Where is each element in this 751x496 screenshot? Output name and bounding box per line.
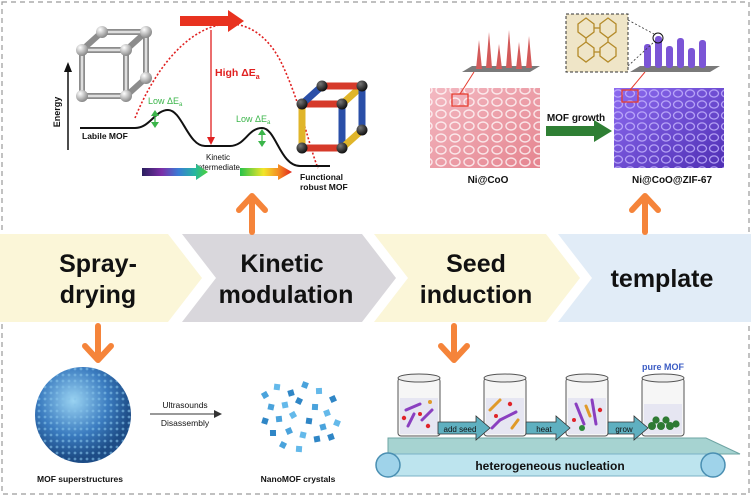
nanomof-crystal xyxy=(275,415,283,423)
energy-axis-arrowhead-icon xyxy=(64,62,72,72)
stage-seed-line1: Seed xyxy=(446,250,506,278)
up-arrow-template-icon xyxy=(629,193,661,235)
nanomof-crystal xyxy=(311,403,319,411)
stage-chevron-spray xyxy=(0,234,202,322)
beaker-2-icon xyxy=(483,373,527,437)
nanomof-crystal xyxy=(260,390,270,400)
disassembly-label: Disassembly xyxy=(161,418,210,428)
ni-coo-zif67-label: Ni@CoO@ZIF-67 xyxy=(632,175,712,186)
nanomof-crystal xyxy=(327,433,335,441)
robust-mof-cube-icon xyxy=(296,80,368,154)
nanomof-crystals-label: NanoMOF crystals xyxy=(261,474,336,484)
nanomof-crystal xyxy=(319,423,327,431)
stage-seed-line2: induction xyxy=(420,281,532,309)
low-de-right-label: Low ΔEa xyxy=(236,114,271,126)
nanomof-crystal xyxy=(313,435,321,443)
energy-axis-label: Energy xyxy=(52,97,62,128)
gradient-arrow-left-icon xyxy=(142,164,208,180)
spike-plate-left-icon xyxy=(462,30,540,72)
mof-growth-arrow-icon xyxy=(546,120,612,142)
stage-spray-line1: Spray- xyxy=(59,250,137,278)
gradient-arrow-right-icon xyxy=(240,164,292,180)
high-de-label: High ΔEa xyxy=(215,67,260,81)
functional-mof-line1: Functional xyxy=(300,172,343,182)
grow-label: grow xyxy=(615,425,633,434)
conveyor-belt xyxy=(387,437,741,455)
down-arrow-seed-icon xyxy=(438,323,470,363)
zif-lattice-inset-icon xyxy=(565,13,655,73)
low-de-left-label: Low ΔEa xyxy=(148,96,183,108)
nanomof-crystal xyxy=(285,427,293,435)
seed-panel: heterogeneous nucleation xyxy=(375,362,741,478)
conveyor-roller-right xyxy=(700,452,726,478)
stage-spray-line2: drying xyxy=(60,281,136,309)
ultrasounds-label: Ultrasounds xyxy=(162,400,207,410)
heat-label: heat xyxy=(536,425,552,434)
nanomof-crystal xyxy=(305,417,313,425)
stage-kinetic-line2: modulation xyxy=(219,281,354,309)
mof-superstructures-label: MOF superstructures xyxy=(37,474,123,484)
nanomof-crystal xyxy=(281,401,289,409)
stage-template-line1: template xyxy=(611,265,714,293)
nanomof-crystal xyxy=(267,403,275,411)
kinetic-intermediate-line1: Kinetic xyxy=(206,153,230,162)
nanomof-crystal xyxy=(294,396,304,406)
stage-chevron-template xyxy=(558,234,751,322)
step-arrow-grow-icon: grow xyxy=(607,415,649,441)
down-arrow-spray-icon xyxy=(82,323,114,363)
nanomof-crystal xyxy=(323,409,331,417)
nanomof-crystal xyxy=(295,445,303,453)
nanomof-crystal xyxy=(301,381,309,389)
mof-growth-label: MOF growth xyxy=(547,113,605,124)
big-red-arrow-icon xyxy=(180,10,244,32)
nanomof-crystal xyxy=(288,410,298,420)
step-arrow-heat-icon: heat xyxy=(525,415,571,441)
up-arrow-kinetic-icon xyxy=(236,193,268,235)
orange-arrows xyxy=(82,193,661,363)
functional-mof-line2: robust MOF xyxy=(300,182,348,192)
spray-panel: MOF superstructures Ultrasounds Disassem… xyxy=(35,367,341,484)
labile-mof-label: Labile MOF xyxy=(82,131,128,141)
nanomof-crystal xyxy=(329,395,337,403)
purple-pillars-icon xyxy=(630,32,720,72)
heterogeneous-nucleation-label: heterogeneous nucleation xyxy=(475,459,624,473)
beaker-4-icon xyxy=(641,373,685,437)
stage-kinetic-line1: Kinetic xyxy=(240,250,323,278)
ni-coo-label: Ni@CoO xyxy=(468,175,509,186)
step-arrow-add-seed-icon: add seed xyxy=(437,415,491,441)
nanomof-crystal xyxy=(261,417,269,425)
stage-band: Spray- drying Kinetic modulation Seed in… xyxy=(0,234,751,322)
nanomof-crystal xyxy=(269,429,277,437)
beaker-1-icon xyxy=(397,373,441,437)
nanomof-crystal xyxy=(273,383,281,391)
beaker-3-icon xyxy=(565,373,609,437)
nanomof-crystal xyxy=(278,440,288,450)
nanomof-crystal xyxy=(333,419,341,427)
stage-chevron-seed xyxy=(374,234,580,322)
labile-mof-cube-icon xyxy=(76,26,152,102)
template-panel: Ni@CoO MOF growth Ni@CoO@ZIF-67 xyxy=(430,13,724,186)
kinetic-intermediate-line2: intermediate xyxy=(196,163,241,172)
nanomof-crystal xyxy=(299,431,307,439)
nanomof-crystals-icon xyxy=(260,381,341,453)
high-de-arrowhead-icon xyxy=(207,137,215,145)
nanomof-crystal xyxy=(287,389,295,397)
conveyor-roller-left xyxy=(375,452,401,478)
pure-mof-label: pure MOF xyxy=(642,362,685,372)
energy-diagram: Energy High ΔEa Low ΔEa Low ΔEa Labile M… xyxy=(52,10,368,192)
nanomof-crystal xyxy=(315,387,323,395)
stage-chevron-kinetic xyxy=(182,234,396,322)
add-seed-label: add seed xyxy=(444,425,477,434)
